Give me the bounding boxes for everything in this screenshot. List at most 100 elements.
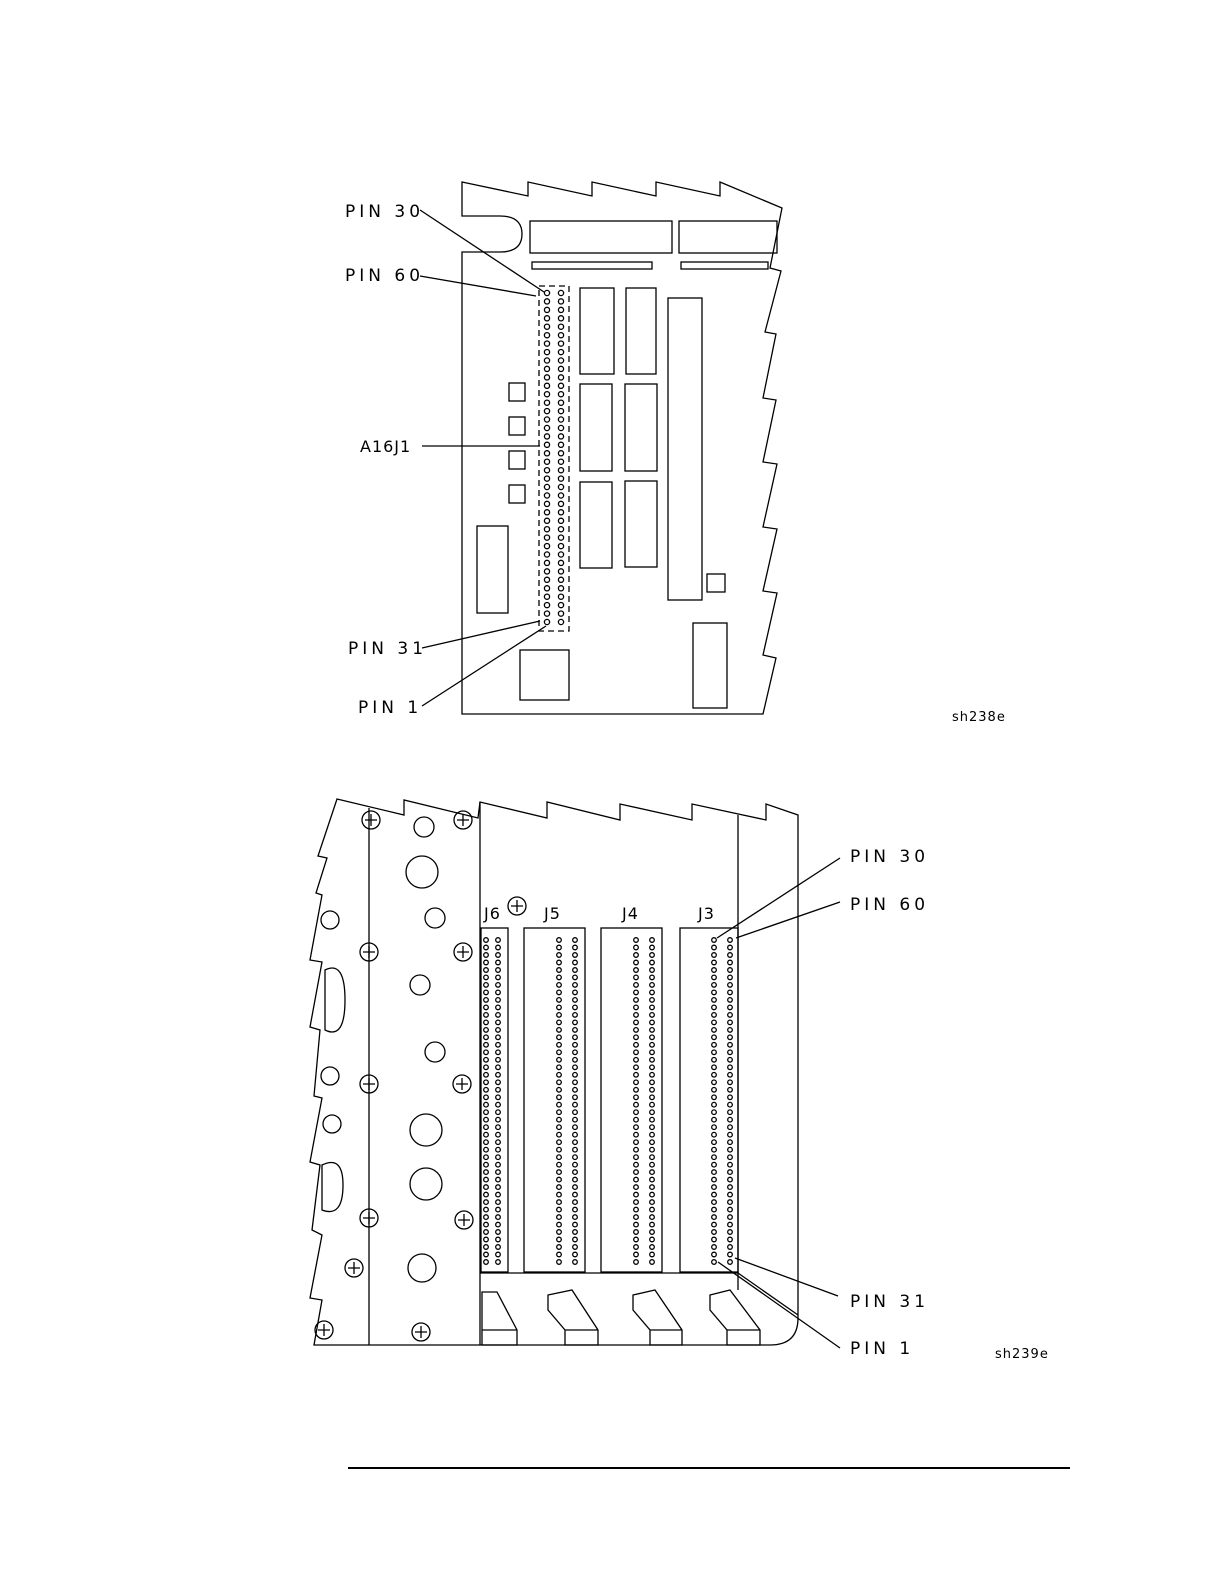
pin — [484, 1162, 489, 1167]
pin — [558, 316, 563, 321]
pin — [496, 953, 501, 958]
pin — [712, 960, 717, 965]
label-j6: J6 — [483, 904, 501, 923]
pin — [544, 552, 549, 557]
pin — [728, 1237, 733, 1242]
pin — [728, 1200, 733, 1205]
pin — [496, 1110, 501, 1115]
pin — [557, 1110, 562, 1115]
pin — [558, 459, 563, 464]
pin — [573, 1095, 578, 1100]
pin — [573, 990, 578, 995]
pin — [496, 1215, 501, 1220]
pin — [573, 1207, 578, 1212]
pin — [544, 577, 549, 582]
label-j5: J5 — [543, 904, 561, 923]
pin — [496, 1102, 501, 1107]
pin — [712, 1058, 717, 1063]
pin — [573, 1013, 578, 1018]
pin — [712, 1215, 717, 1220]
pin — [728, 1177, 733, 1182]
pin — [650, 983, 655, 988]
pin — [544, 603, 549, 608]
pin — [544, 375, 549, 380]
pin — [496, 1260, 501, 1265]
pin — [557, 1222, 562, 1227]
pin — [558, 510, 563, 515]
pin — [728, 1102, 733, 1107]
chip — [625, 384, 657, 471]
pin — [558, 493, 563, 498]
pin — [558, 425, 563, 430]
label-pin1: PIN 1 — [850, 1339, 914, 1359]
pin — [544, 383, 549, 388]
pin — [484, 1147, 489, 1152]
pin — [557, 938, 562, 943]
pin — [573, 953, 578, 958]
pin — [484, 1065, 489, 1070]
pin — [650, 1215, 655, 1220]
leader-pin30 — [717, 858, 840, 938]
pin — [634, 1005, 639, 1010]
pin — [712, 1260, 717, 1265]
pin — [484, 1170, 489, 1175]
pin — [557, 1155, 562, 1160]
pin — [650, 1065, 655, 1070]
pin — [484, 1252, 489, 1257]
pin — [544, 417, 549, 422]
pin — [484, 1043, 489, 1048]
pin — [650, 1020, 655, 1025]
pin — [728, 998, 733, 1003]
pin — [496, 1245, 501, 1250]
slot-cutout — [325, 968, 345, 1032]
pin — [484, 1245, 489, 1250]
screw-cross — [348, 1262, 360, 1274]
pin — [712, 1080, 717, 1085]
pin — [728, 1252, 733, 1257]
pin — [558, 307, 563, 312]
pin — [634, 1058, 639, 1063]
pin — [557, 1050, 562, 1055]
pin — [496, 1073, 501, 1078]
pin — [573, 968, 578, 973]
pin — [712, 983, 717, 988]
pin — [557, 1020, 562, 1025]
pin — [650, 1155, 655, 1160]
pin — [650, 1237, 655, 1242]
pin — [558, 518, 563, 523]
label-pin31: PIN 31 — [348, 639, 427, 659]
figure-bottom-labels: J6 J5 J4 J3 PIN 30 PIN 60 PIN 31 PIN 1 s… — [483, 847, 1049, 1362]
label-pin1: PIN 1 — [358, 698, 422, 718]
pin — [557, 983, 562, 988]
pin — [728, 1080, 733, 1085]
pin — [558, 341, 563, 346]
cage-outline — [310, 799, 798, 1345]
pin — [557, 998, 562, 1003]
pin — [558, 324, 563, 329]
pin — [634, 1237, 639, 1242]
pin — [573, 1200, 578, 1205]
pin — [557, 1028, 562, 1033]
pin — [544, 299, 549, 304]
pin — [634, 1088, 639, 1093]
pin — [634, 1073, 639, 1078]
pin — [544, 560, 549, 565]
screws — [315, 811, 526, 1341]
pin — [728, 1073, 733, 1078]
label-pin30: PIN 30 — [345, 202, 424, 222]
pin — [573, 1215, 578, 1220]
pin — [496, 1237, 501, 1242]
pin — [573, 1058, 578, 1063]
pin — [634, 1215, 639, 1220]
pin — [557, 1080, 562, 1085]
pin — [712, 1028, 717, 1033]
pin — [712, 1088, 717, 1093]
pin — [650, 1140, 655, 1145]
pin — [544, 451, 549, 456]
pin — [557, 1237, 562, 1242]
pin — [573, 1132, 578, 1137]
pin — [650, 1013, 655, 1018]
pin — [484, 1192, 489, 1197]
